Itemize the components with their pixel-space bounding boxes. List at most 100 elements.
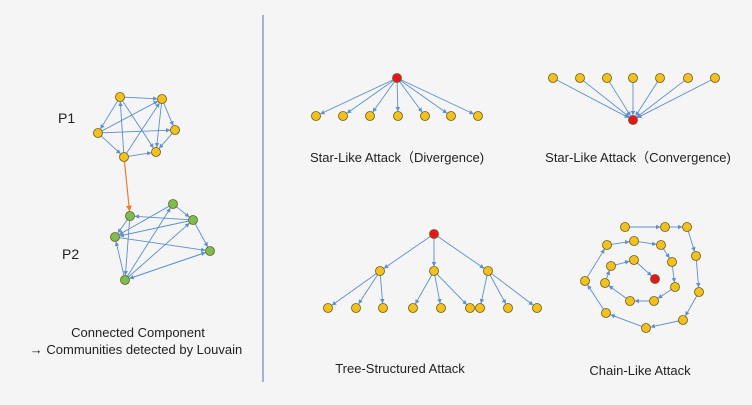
graph-edge <box>346 80 394 114</box>
graph-edge <box>372 81 395 113</box>
graph-node <box>378 303 388 313</box>
graph-edge <box>119 237 206 252</box>
graph-edge <box>128 222 190 278</box>
graph-node <box>408 303 418 313</box>
graph-edge <box>635 81 658 117</box>
graph-edge <box>124 96 158 101</box>
graph-node <box>691 251 701 261</box>
graph-edge <box>154 103 162 148</box>
graph-edge <box>489 274 506 304</box>
graph-node <box>119 152 129 162</box>
graph-node <box>606 261 616 271</box>
graph-edge <box>126 102 160 154</box>
graph-node <box>120 275 130 285</box>
graph-edge <box>650 320 679 329</box>
graph-node <box>625 296 635 306</box>
graph-node <box>475 303 485 313</box>
graph-edge <box>399 81 423 113</box>
graph-edge <box>608 285 627 299</box>
graph-node <box>628 115 638 125</box>
tree-caption: Tree-Structured Attack <box>335 361 465 376</box>
graph-edge <box>685 295 698 317</box>
graph-edge <box>129 252 206 280</box>
graph-node <box>656 240 666 250</box>
graph-edge <box>434 275 442 304</box>
graph-node <box>311 111 321 121</box>
graph-edge <box>194 223 208 247</box>
graph-node <box>548 73 558 83</box>
graph-edge <box>615 260 630 266</box>
graph-node <box>660 222 670 232</box>
graph-edge <box>127 207 171 277</box>
graph-node <box>503 303 513 313</box>
graph-node <box>629 255 639 265</box>
graph-edge <box>638 241 657 246</box>
graph-node <box>602 73 612 83</box>
graph-edge <box>586 248 605 278</box>
graph-edge <box>695 260 701 288</box>
graph-node <box>473 111 483 121</box>
graph-node <box>575 73 585 83</box>
graph-edge <box>383 236 431 269</box>
graph-node <box>365 111 375 121</box>
graph-node <box>93 128 103 138</box>
graph-node <box>483 266 493 276</box>
graph-edge <box>687 231 696 252</box>
graph-edge <box>400 79 474 115</box>
louvain-caption: → Communities detected by Louvain <box>29 342 243 357</box>
bridge-edge <box>123 161 132 212</box>
graph-edge <box>114 241 125 276</box>
graph-edge <box>610 314 642 327</box>
graph-node <box>157 94 167 104</box>
graph-node <box>532 303 542 313</box>
graph-edge <box>491 273 534 306</box>
graph-node <box>429 266 439 276</box>
star-divergence-caption: Star-Like Attack（Divergence) <box>309 150 485 165</box>
graph-edge <box>611 240 630 245</box>
graph-edge <box>583 80 630 118</box>
graph-edge <box>158 133 173 149</box>
graph-node <box>338 111 348 121</box>
graph-node <box>115 92 125 102</box>
graph-edge <box>605 270 611 279</box>
graph-node <box>420 111 430 121</box>
graph-edge <box>118 101 125 153</box>
graph-edge <box>119 220 189 238</box>
graph-edge <box>176 206 190 218</box>
graph-node <box>170 125 180 135</box>
p2-label: P2 <box>62 246 80 262</box>
graph-edge <box>100 135 121 154</box>
p1-label: P1 <box>58 110 76 126</box>
graph-node <box>188 215 198 225</box>
graph-node <box>375 266 385 276</box>
graph-node <box>351 303 361 313</box>
graph-node <box>205 246 215 256</box>
graph-node <box>125 211 135 221</box>
graph-edge <box>123 220 131 276</box>
graph-node <box>151 147 161 157</box>
graph-edge <box>395 82 401 112</box>
graph-node <box>682 222 692 232</box>
graph-edge <box>379 275 385 304</box>
graph-node <box>667 257 677 267</box>
graph-edge <box>657 289 672 299</box>
graph-edge <box>436 273 467 305</box>
graph-edge <box>100 100 119 130</box>
graph-node <box>168 199 178 209</box>
star-convergence-caption: Star-Like Attack（Convergence) <box>545 150 731 165</box>
graph-node <box>649 296 659 306</box>
graph-edge <box>636 262 652 276</box>
graph-node <box>446 111 456 121</box>
chain-caption: Chain-Like Attack <box>589 363 691 378</box>
graph-edge <box>663 248 670 259</box>
graph-edge <box>671 266 677 283</box>
graph-node <box>392 73 402 83</box>
graph-node <box>393 111 403 121</box>
graph-edge <box>118 205 170 235</box>
graph-node <box>600 278 610 288</box>
graph-node <box>602 240 612 250</box>
graph-edge <box>637 79 712 119</box>
graph-node <box>655 73 665 83</box>
graph-edge <box>556 79 629 119</box>
